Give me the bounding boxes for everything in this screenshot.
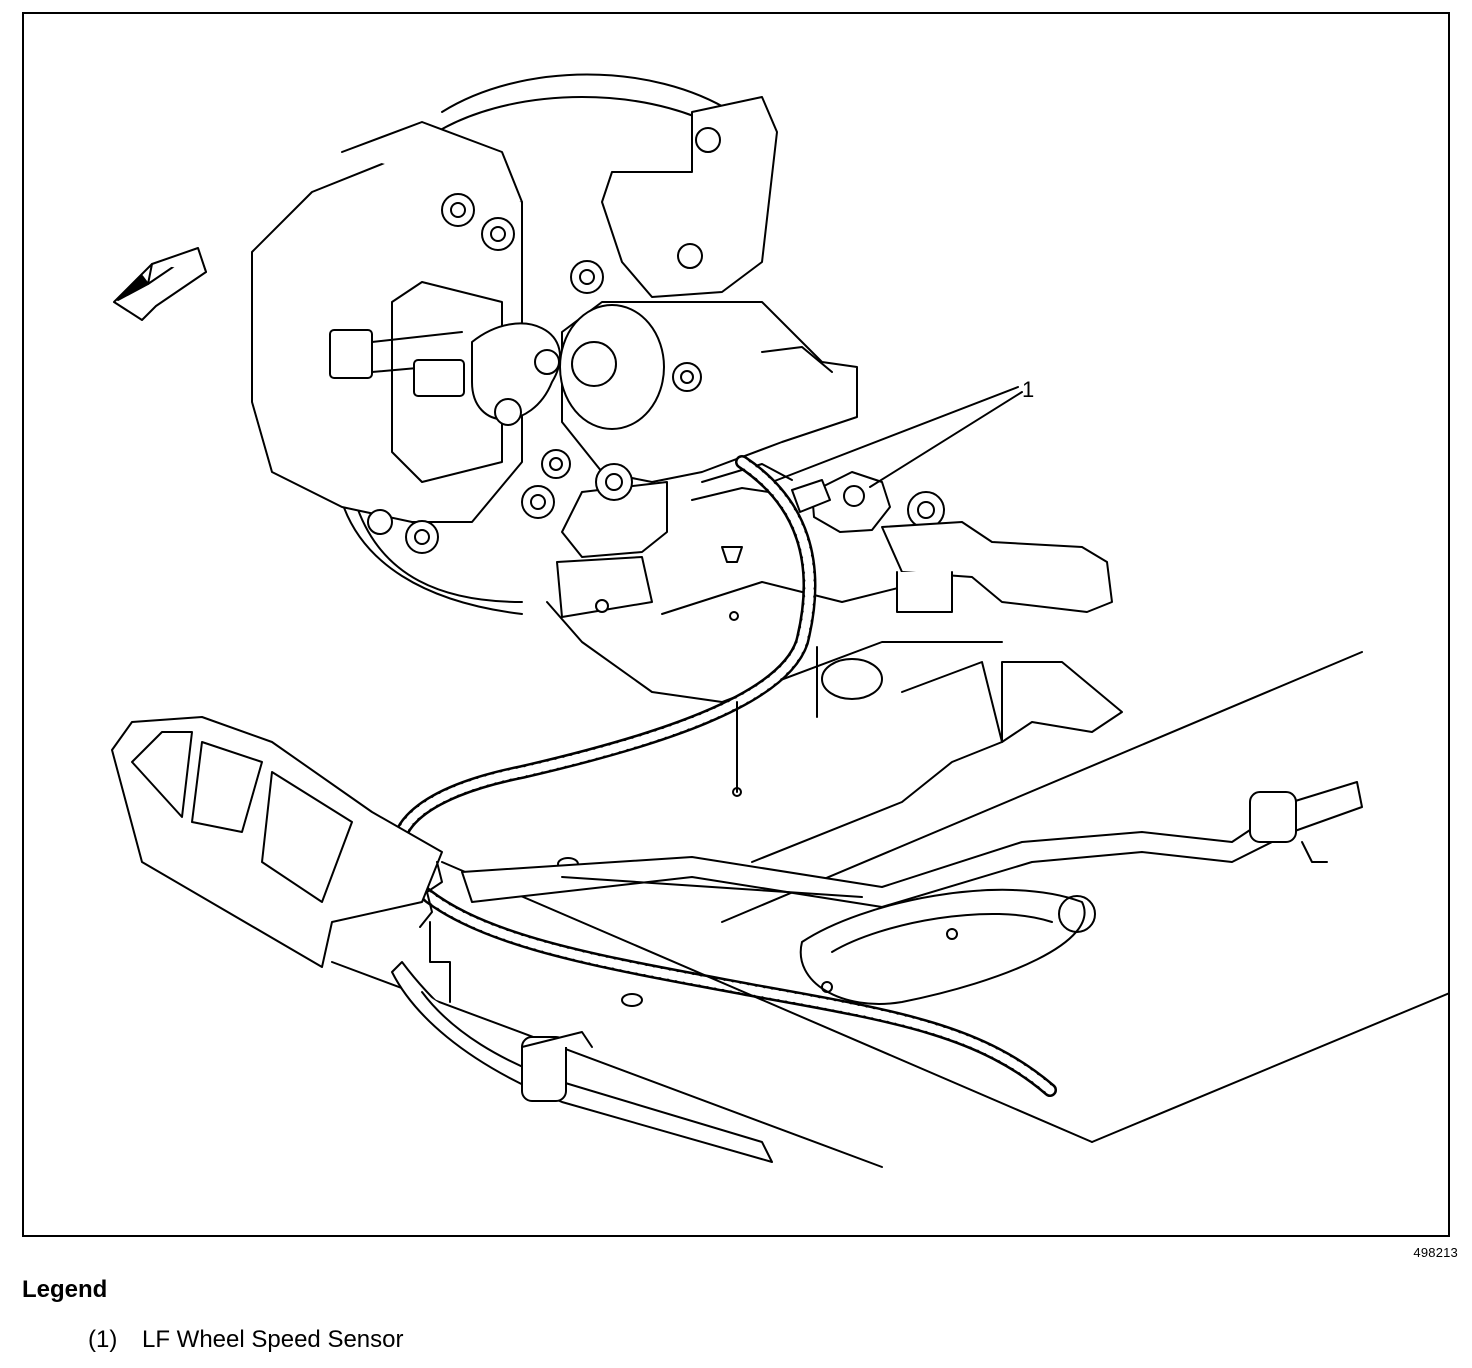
legend-item: (1) LF Wheel Speed Sensor — [88, 1326, 403, 1354]
brake-caliper — [251, 121, 523, 523]
brake-lines — [391, 781, 1363, 1163]
mounting-bolts — [367, 193, 702, 554]
callout-1: 1 — [771, 377, 1034, 488]
tie-rod-end — [881, 491, 1113, 613]
legend-item-label: LF Wheel Speed Sensor — [142, 1326, 404, 1353]
figure-id: 498213 — [1413, 1245, 1458, 1260]
frame-crossmember — [111, 661, 1123, 968]
legend-item-number: (1) — [88, 1326, 118, 1353]
ball-joint — [556, 463, 668, 618]
legend-heading: Legend — [22, 1276, 108, 1303]
harness-clips — [419, 546, 818, 1003]
diagram-frame: 1 — [22, 12, 1450, 1237]
steering-knuckle — [471, 96, 858, 483]
direction-arrow-icon — [113, 247, 207, 321]
wheel-speed-sensor-diagram: 1 — [111, 73, 1448, 1168]
callout-number: 1 — [1022, 377, 1034, 402]
